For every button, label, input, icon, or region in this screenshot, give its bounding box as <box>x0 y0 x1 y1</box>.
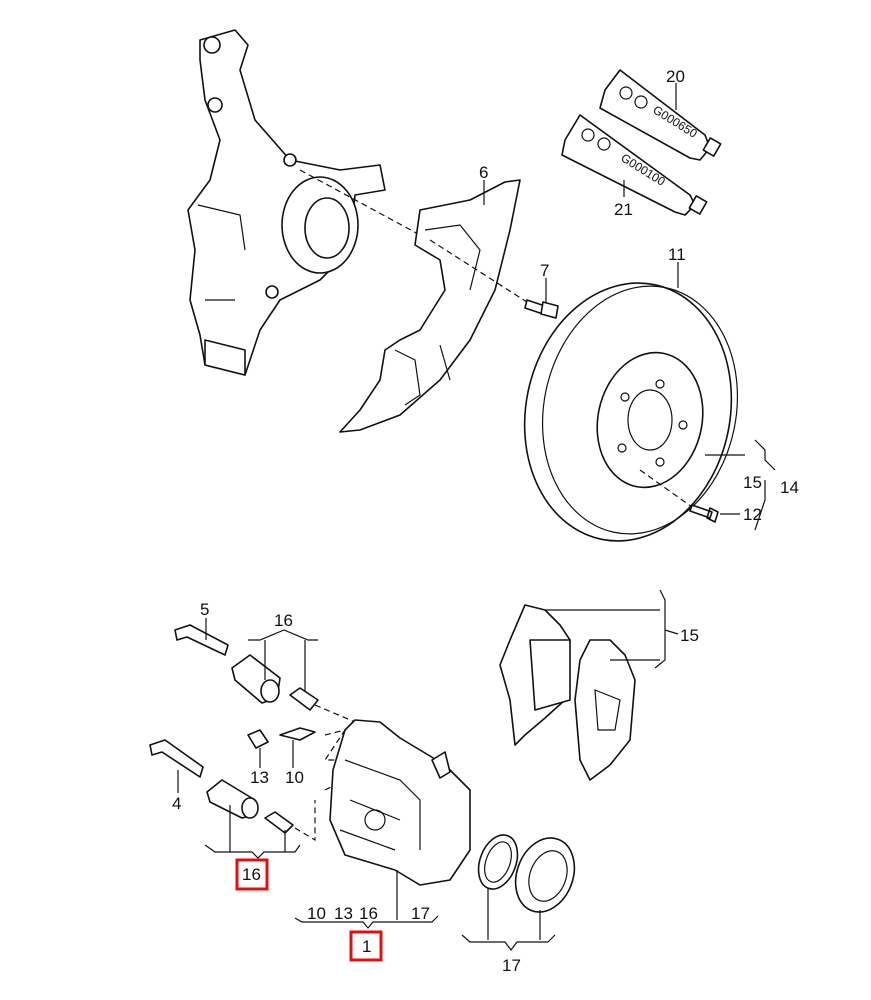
highlight-box-16 <box>235 858 269 891</box>
label-part-1-boxed[interactable]: 1 <box>362 937 371 956</box>
bolt-7 <box>524 299 559 319</box>
label-part-21: 21 <box>614 200 633 219</box>
kit-label-10: 10 <box>307 904 326 923</box>
label-part-15-pads: 15 <box>680 626 699 645</box>
label-part-7: 7 <box>540 261 549 280</box>
guide-bolt-4 <box>149 739 204 778</box>
label-part-14: 14 <box>780 478 799 497</box>
screw-12 <box>689 504 719 523</box>
brake-caliper <box>329 719 471 886</box>
label-part-5: 5 <box>200 600 209 619</box>
kit-label-16: 16 <box>359 904 378 923</box>
label-part-6: 6 <box>479 163 488 182</box>
kit-label-17: 17 <box>411 904 430 923</box>
label-part-4: 4 <box>172 794 181 813</box>
guide-bolt-5 <box>174 624 229 656</box>
label-part-17-seals: 17 <box>502 956 521 975</box>
highlight-box-1 <box>349 930 383 962</box>
steering-knuckle <box>187 29 386 376</box>
guide-sleeves <box>206 654 319 834</box>
splash-shield <box>339 179 521 433</box>
label-part-15-disc: 15 <box>743 473 762 492</box>
kit-label-13: 13 <box>334 904 353 923</box>
label-part-20: 20 <box>666 67 685 86</box>
label-part-11: 11 <box>668 245 686 264</box>
label-part-16-top: 16 <box>274 611 293 630</box>
brake-pads <box>499 604 636 781</box>
brake-disc <box>523 282 739 542</box>
label-part-10: 10 <box>285 768 304 787</box>
label-part-12: 12 <box>743 505 762 524</box>
label-part-13: 13 <box>250 768 269 787</box>
label-part-16-boxed[interactable]: 16 <box>242 865 261 884</box>
